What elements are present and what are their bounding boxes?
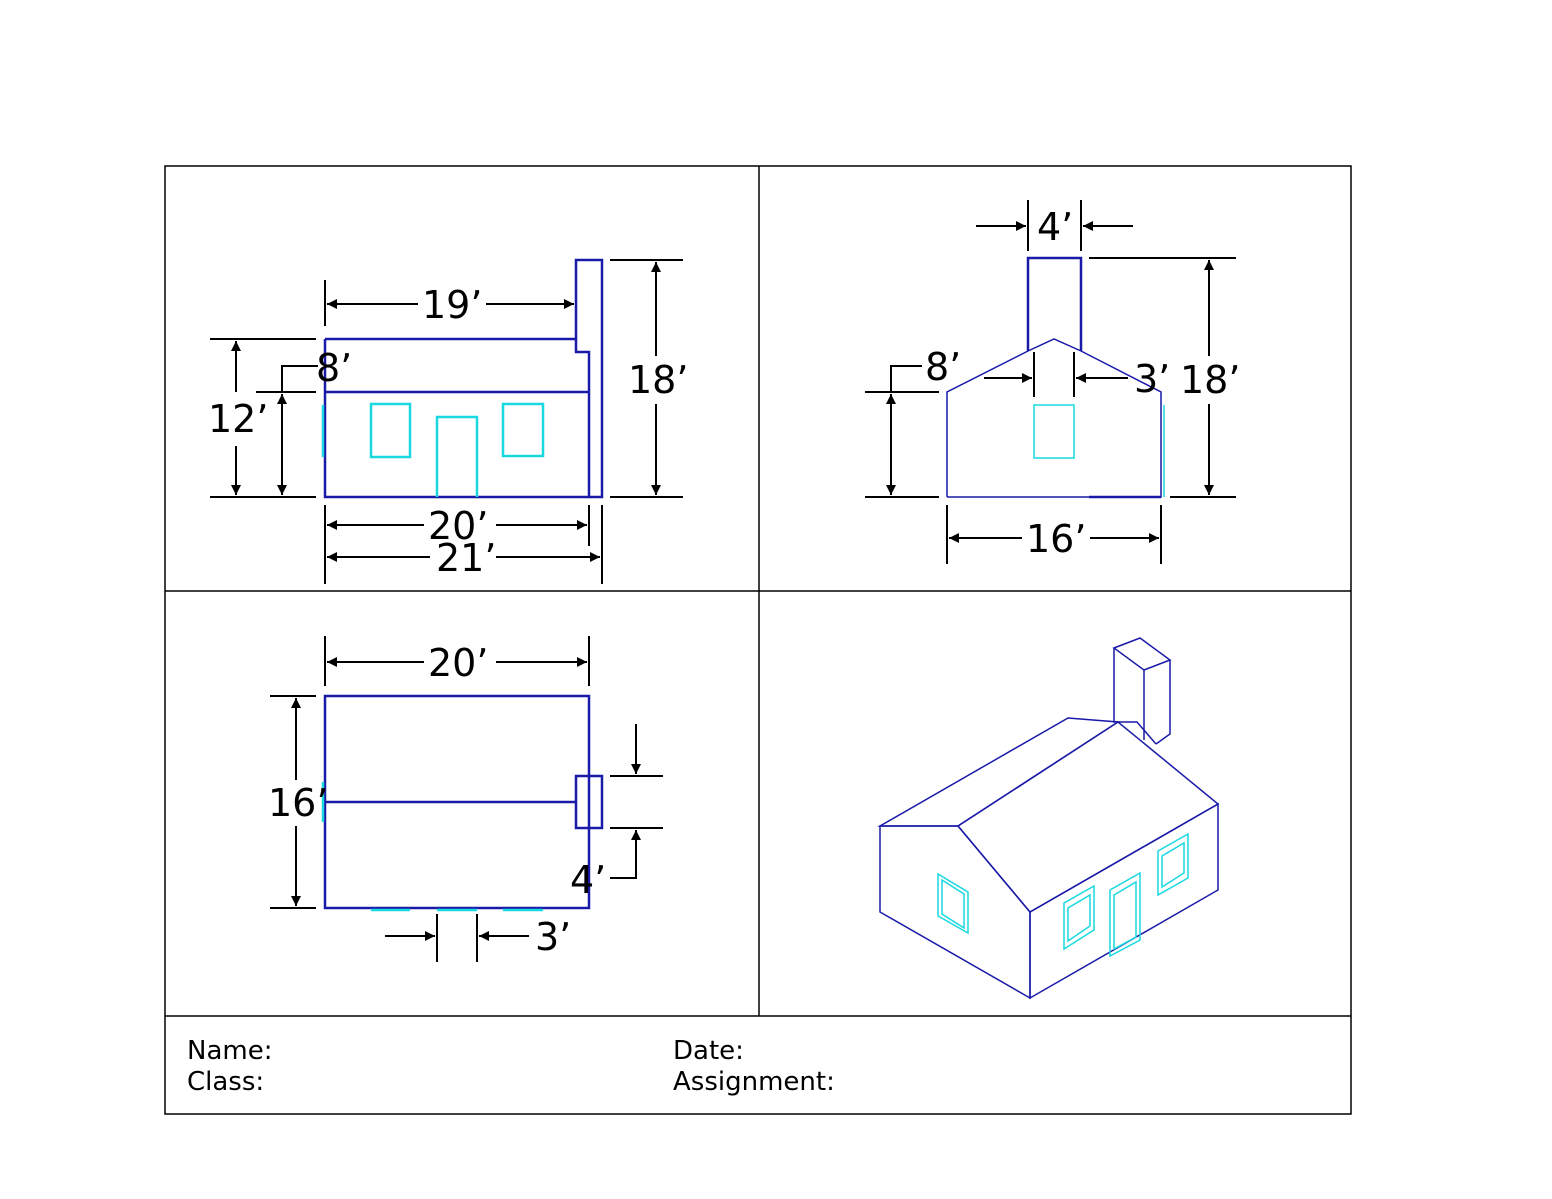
top-view-dimension-lines	[270, 636, 663, 962]
top-dim-3: 3’	[535, 915, 571, 959]
isometric-view	[877, 637, 1220, 1000]
front-dim-20: 20’	[428, 504, 488, 548]
top-view-house-outline	[323, 694, 604, 910]
front-dim-19: 19’	[422, 283, 482, 327]
name-label: Name:	[187, 1036, 272, 1066]
isometric-chimney	[1112, 637, 1172, 745]
top-view-openings	[321, 782, 543, 912]
top-view: 20’ 16’ 4’ 3’	[268, 636, 663, 962]
assignment-label: Assignment:	[673, 1067, 835, 1097]
side-dim-16: 16’	[1026, 517, 1086, 561]
top-dim-20: 20’	[428, 641, 488, 685]
side-dim-4: 4’	[1037, 205, 1073, 249]
class-label: Class:	[187, 1067, 264, 1097]
front-view-dimension-lines	[210, 259, 683, 584]
side-view: 4’ 8’ 3’ 18’ 16’	[865, 200, 1240, 564]
sheet-frame	[164, 165, 1352, 1115]
isometric-door	[1109, 871, 1141, 958]
side-view-house-outline	[946, 256, 1162, 499]
side-view-dimension-lines	[865, 200, 1236, 564]
isometric-windows	[937, 832, 1189, 951]
front-dim-8: 8’	[316, 346, 352, 390]
front-view-door	[435, 415, 479, 497]
front-dim-21: 21’	[436, 536, 496, 580]
side-dim-18: 18’	[1180, 358, 1240, 402]
front-dim-12: 12’	[208, 397, 268, 441]
side-dim-3: 3’	[1134, 357, 1170, 401]
side-dim-8: 8’	[925, 345, 961, 389]
front-view-windows	[321, 402, 545, 459]
isometric-house-outline	[877, 717, 1220, 1000]
top-dim-16: 16’	[268, 781, 328, 825]
front-dim-18: 18’	[628, 358, 688, 402]
front-view-house-outline	[323, 258, 604, 499]
side-view-window	[1033, 404, 1165, 497]
top-dim-4: 4’	[570, 858, 606, 902]
title-block: Name: Class: Date: Assignment:	[187, 1036, 835, 1097]
date-label: Date:	[673, 1036, 744, 1066]
front-view: 19’ 18’ 12’ 8’ 20’ 21’	[208, 258, 688, 584]
